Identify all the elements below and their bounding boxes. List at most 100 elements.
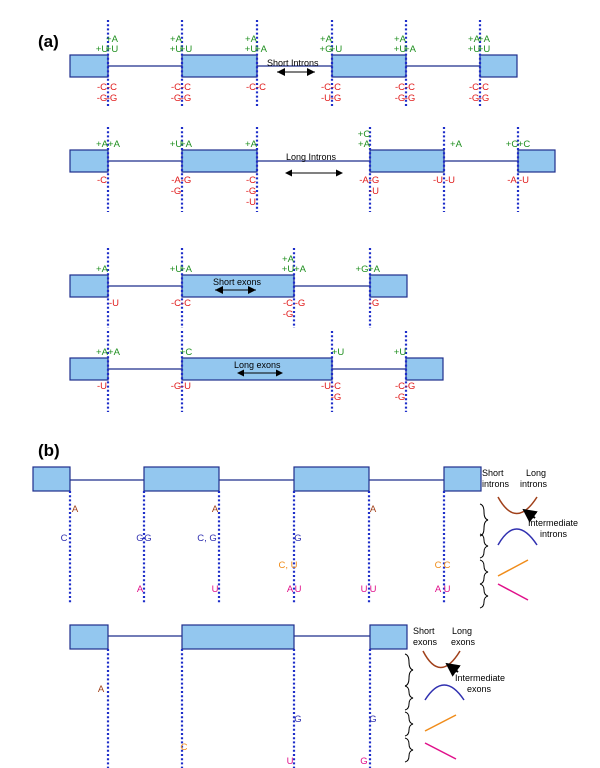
plus-base-label: +U xyxy=(245,44,258,55)
plus-base-label: +U xyxy=(282,264,295,275)
plus-base-label: +C xyxy=(518,139,531,150)
base-letter-magenta: U xyxy=(361,584,368,595)
plus-base-label: +A xyxy=(108,347,121,358)
plus-base-label: +U xyxy=(332,347,345,358)
minus-base-label: -C xyxy=(331,381,341,392)
long-exons-label: Long exons xyxy=(234,360,281,370)
minus-base-label: -C xyxy=(97,175,107,186)
a-row-long-introns: Long Introns xyxy=(69,127,556,212)
plus-base-label: +U xyxy=(96,44,109,55)
minus-base-label: -C xyxy=(331,82,341,93)
brace-4 xyxy=(479,583,489,609)
plus-base-label: +C xyxy=(358,129,371,140)
base-letter-orange: C, U xyxy=(279,560,298,571)
n-curve-blue xyxy=(424,684,465,701)
plus-base-label: +A xyxy=(320,34,333,45)
minus-base-label: -U xyxy=(369,186,379,197)
minus-base-label: -G xyxy=(181,175,192,186)
minus-base-label: -C xyxy=(97,82,107,93)
minus-base-label: -G xyxy=(469,93,480,104)
exon-box xyxy=(181,624,295,650)
plus-base-label: +U xyxy=(170,139,183,150)
b-row-introns xyxy=(32,466,482,603)
base-letter-brown: A xyxy=(370,504,377,515)
a-row2-base-labels: +A+A+U+A+A+C+A+A+C+C-C-A-G-G-C-G-U-A-G-U… xyxy=(96,129,530,208)
plus-base-label: +U xyxy=(394,44,407,55)
plus-base-label: +A xyxy=(96,264,109,275)
base-letter-blue: G xyxy=(294,714,301,725)
minus-base-label: -G xyxy=(97,93,108,104)
a-row-short-exons: Short exons xyxy=(69,248,408,328)
minus-base-label: -A xyxy=(171,175,181,186)
exon-box xyxy=(69,624,109,650)
minus-base-label: -G xyxy=(369,298,380,309)
minus-base-label: -U xyxy=(433,175,443,186)
minus-base-label: -G xyxy=(107,93,118,104)
minus-base-label: -C xyxy=(181,298,191,309)
base-letter-blue: C, G xyxy=(197,533,217,544)
plus-base-label: +A xyxy=(282,254,295,265)
plus-base-label: +A xyxy=(478,34,491,45)
legend-mid-label: Intermediate xyxy=(528,518,578,528)
minus-base-label: -C xyxy=(171,82,181,93)
minus-base-label: -C xyxy=(479,82,489,93)
exon-box xyxy=(69,274,109,298)
plus-base-label: +U xyxy=(478,44,491,55)
minus-base-label: -A xyxy=(359,175,369,186)
minus-base-label: -C xyxy=(283,298,293,309)
exon-box xyxy=(181,149,258,173)
base-letter-blue: G xyxy=(369,714,376,725)
exon-box xyxy=(405,357,444,381)
legend-short-label: Short xyxy=(482,468,504,478)
minus-base-label: -G xyxy=(331,392,342,403)
legend-short-label: Short xyxy=(413,626,435,636)
exon-box xyxy=(369,624,408,650)
base-letter-magenta: U xyxy=(370,584,377,595)
plus-base-label: +U xyxy=(468,44,481,55)
exon-box xyxy=(517,149,556,173)
plus-base-label: +U xyxy=(106,44,119,55)
minus-base-label: -U xyxy=(321,381,331,392)
short-introns-label: Short Introns xyxy=(267,58,319,68)
plus-base-label: +A xyxy=(106,34,119,45)
legend-mid-label: Intermediate xyxy=(455,673,505,683)
exon-box xyxy=(479,54,518,78)
minus-base-label: -C xyxy=(395,381,405,392)
plus-base-label: +A xyxy=(180,139,193,150)
minus-base-label: -G xyxy=(171,186,182,197)
minus-base-label: -C xyxy=(469,82,479,93)
brace-2 xyxy=(404,685,414,711)
a-row4-base-labels: +A+A+C+U+U-U-G-U-U-C-G-C-G-G xyxy=(96,347,415,403)
plus-base-label: +G xyxy=(356,264,369,275)
panel-a-label: (a) xyxy=(38,32,59,51)
minus-base-label: -G xyxy=(331,93,342,104)
minus-base-label: -G xyxy=(246,186,257,197)
minus-base-label: -C xyxy=(256,82,266,93)
plus-base-label: +U xyxy=(180,44,193,55)
minus-base-label: -C xyxy=(395,82,405,93)
base-letter-brown: A xyxy=(98,684,105,695)
legend-mid-label-2: introns xyxy=(540,529,568,539)
n-curve-blue xyxy=(497,528,538,546)
exon-box xyxy=(143,466,220,492)
plus-base-label: +A xyxy=(450,139,463,150)
minus-base-label: -G xyxy=(181,93,192,104)
base-letter-magenta: A xyxy=(137,584,144,595)
minus-base-label: -U xyxy=(246,197,256,208)
exon-box xyxy=(331,54,407,78)
b-exons-legend: Short exons Long exons Intermediate exon… xyxy=(404,626,505,763)
plus-base-label: +A xyxy=(394,34,407,45)
legend-short-label-2: exons xyxy=(413,637,438,647)
exon-box xyxy=(369,149,445,173)
legend-long-label-2: exons xyxy=(451,637,476,647)
minus-base-label: -G xyxy=(405,381,416,392)
minus-base-label: -G xyxy=(479,93,490,104)
legend-long-label-2: introns xyxy=(520,479,548,489)
minus-base-label: -C xyxy=(171,298,181,309)
plus-base-label: +C xyxy=(506,139,519,150)
minus-base-label: -G xyxy=(405,93,416,104)
base-letter-magenta: A xyxy=(287,584,294,595)
